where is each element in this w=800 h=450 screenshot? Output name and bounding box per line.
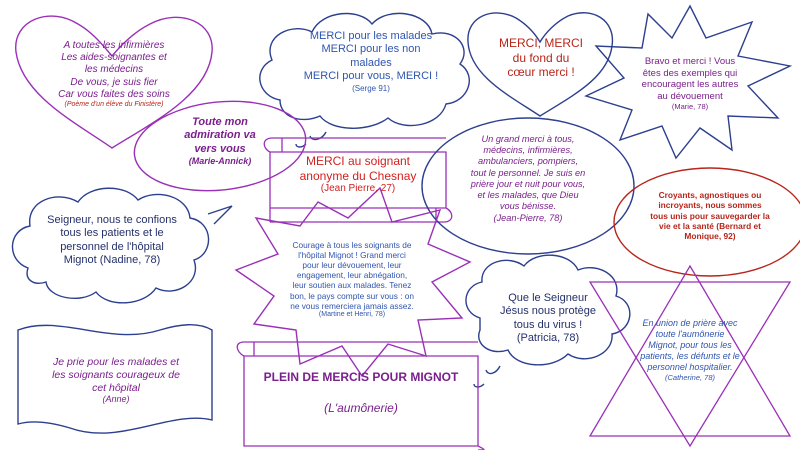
message-signature: (Jean Pierre, 27) [320,183,396,195]
cloud-seigneur-shape [11,187,233,304]
message-line: bon, le pays compte sur vous : on [289,290,415,301]
oval-croyants-message: Croyants, agnostiques ou incroyants, nou… [626,190,794,241]
message-line: MERCI au soignant [305,154,411,168]
message-signature: (Marie, 78) [671,102,709,112]
message-line: Car vous faites des soins [58,88,170,100]
message-line: admiration va [184,129,256,142]
flag-anne-shape [17,324,213,434]
scroll-aumonerie-subtitle: (L'aumônerie) [324,400,398,415]
message-line: tous les patients et le [60,227,164,240]
message-signature: (Poème d'un élève du Finistère) [64,100,164,108]
message-line: personnel de l'hôpital [60,240,164,253]
message-line: malades [350,56,392,69]
heart-left-message: A toutes les infirmières Les aides-soign… [38,40,190,109]
message-line: Mignot (Nadine, 78) [63,254,161,267]
message-line: MERCI pour les non [321,43,421,56]
star-courage-shape [234,186,472,378]
message-line: tous unis pour sauvegarder la [650,210,770,221]
star-top-right-message: Bravo et merci ! Vous êtes des exemples … [628,56,752,111]
message-line: Les aides-soignantes et [61,52,167,64]
message-line: êtes des exemples qui [642,67,738,79]
message-line: tous du virus ! [513,318,583,331]
star-union-shape [588,264,792,448]
message-signature: (Jean-Pierre, 78) [493,212,563,223]
message-line: Mignot, pour tous les [648,339,732,350]
star-union-message: En union de prière avec toute l'aumôneri… [618,318,762,382]
cloud-top-message: MERCI pour les malades MERCI pour les no… [276,30,466,93]
message-line: cet hôpital [92,381,140,394]
message-line: Bravo et merci ! Vous [644,56,736,67]
message-signature: (Serge 91) [352,83,390,93]
message-line: au dévouement [657,90,723,102]
scroll-aumonerie-title: PLEIN DE MERCIS POUR MIGNOT [263,370,459,384]
message-line: du fond du [512,50,570,65]
message-signature: (Anne) [102,394,130,405]
heart-left-shape [15,15,213,149]
message-signature: (Catherine, 78) [664,372,716,382]
message-line: Toute mon [192,116,248,128]
cloud-protege-message: Que le Seigneur Jésus nous protège tous … [480,292,616,346]
message-line: Seigneur, nous te confions [47,214,177,226]
star-top-right-shape [584,4,793,160]
message-line: prière jour et nuit pour vous, [470,178,586,189]
message-line: pour leur dévouement, leur [302,260,402,271]
message-line: ne vous remerciera jamais assez. [290,300,414,311]
message-line: Courage à tous les soignants de [292,240,412,250]
oval-admiration-shape [133,100,307,192]
message-signature: (Marie-Annick) [188,156,252,167]
message-line: les soignants courageux de [52,368,180,381]
message-line: l'hôpital Mignot ! Grand merci [298,250,406,261]
message-line: Monique, 92) [684,231,736,241]
message-line: engagement, leur abnégation, [296,270,408,281]
message-line: cœur merci ! [507,65,575,80]
star-courage-message: Courage à tous les soignants de l'hôpita… [262,240,442,319]
message-line: Jésus nous protège [499,305,596,318]
message-line: MERCI pour vous, MERCI ! [303,70,439,83]
message-line: Je prie pour les malades et [52,356,180,368]
message-line: vous bénisse. [499,201,557,212]
message-line: encouragent les autres [641,79,739,91]
message-line: A toutes les infirmières [63,40,165,51]
message-line: MERCI, MERCI [499,36,583,50]
message-line: leur soutien aux malades. Tenez [292,280,412,291]
heart-right-message: MERCI, MERCI du fond du cœur merci ! [486,36,596,80]
message-line: toute l'aumônerie [655,328,725,339]
message-line: MERCI pour les malades [309,30,433,42]
oval-admiration-message: Toute mon admiration va vers vous (Marie… [162,116,278,167]
message-signature: (Patricia, 78) [516,332,580,345]
message-line: De vous, je suis fier [70,76,158,88]
flag-anne-message: Je prie pour les malades et les soignant… [24,356,208,405]
oval-croyants-shape [613,167,800,277]
scroll-aumonerie-shape [236,341,485,450]
message-line: En union de prière avec [642,318,738,328]
message-line: Un grand merci à tous, [481,134,575,144]
heart-right-shape [467,12,614,117]
message-line: Que le Seigneur [508,292,588,304]
message-line: Croyants, agnostiques ou [658,190,762,200]
scroll-chesnay-message: MERCI au soignant anonyme du Chesnay (Je… [272,154,444,195]
message-line: ambulanciers, pompiers, [477,156,579,167]
message-line: personnel hospitalier. [647,361,733,372]
message-line: médecins, infirmières, [483,145,573,156]
scroll-aumonerie-message: PLEIN DE MERCIS POUR MIGNOT (L'aumônerie… [246,370,476,415]
message-line: vers vous [194,142,246,155]
message-line: patients, les défunts et le [640,350,740,361]
message-signature: (Martine et Henri, 78) [318,310,386,318]
circle-grand-merci-message: Un grand merci à tous, médecins, infirmi… [448,134,608,224]
message-line: tout le personnel. Je suis en [470,167,586,178]
message-line: incroyants, nous sommes [658,200,762,211]
circle-grand-merci-shape [421,117,635,255]
message-line: anonyme du Chesnay [299,168,417,183]
message-line: vie et la santé (Bernard et [659,220,761,231]
scroll-chesnay-shape [263,137,453,223]
message-line: et les malades, que Dieu [477,190,579,201]
cloud-seigneur-message: Seigneur, nous te confions tous les pati… [30,214,194,268]
message-line: les médecins [84,64,144,76]
